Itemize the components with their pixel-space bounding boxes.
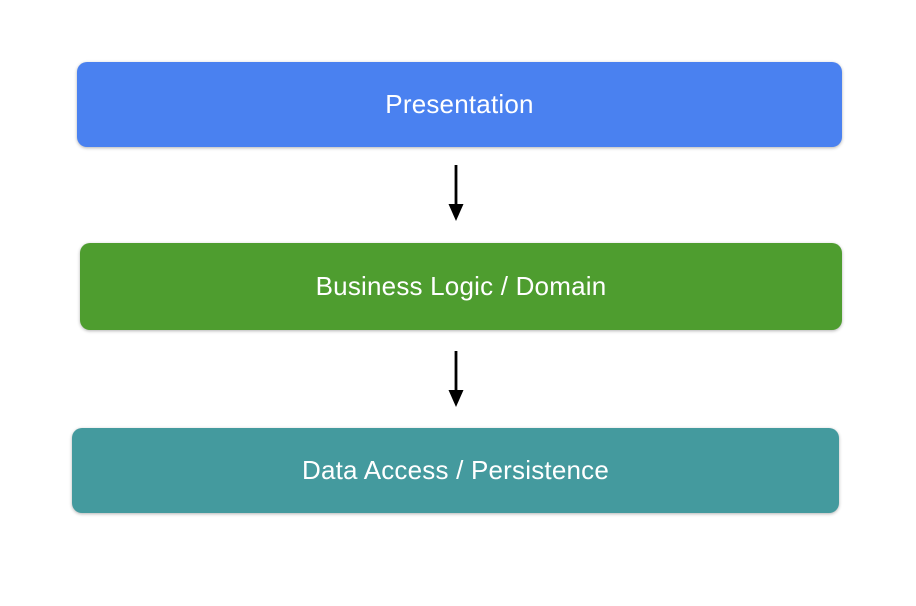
down-arrow-icon bbox=[448, 165, 464, 221]
layer-box-data-access: Data Access / Persistence bbox=[72, 428, 839, 513]
layer-label-data-access: Data Access / Persistence bbox=[301, 455, 610, 485]
layer-label-presentation: Presentation bbox=[385, 89, 534, 119]
layer-label-business-logic: Business Logic / Domain bbox=[315, 271, 607, 301]
layer-box-presentation: Presentation bbox=[77, 62, 842, 147]
layer-box-business-logic: Business Logic / Domain bbox=[80, 243, 842, 330]
down-arrow-icon bbox=[448, 351, 464, 407]
